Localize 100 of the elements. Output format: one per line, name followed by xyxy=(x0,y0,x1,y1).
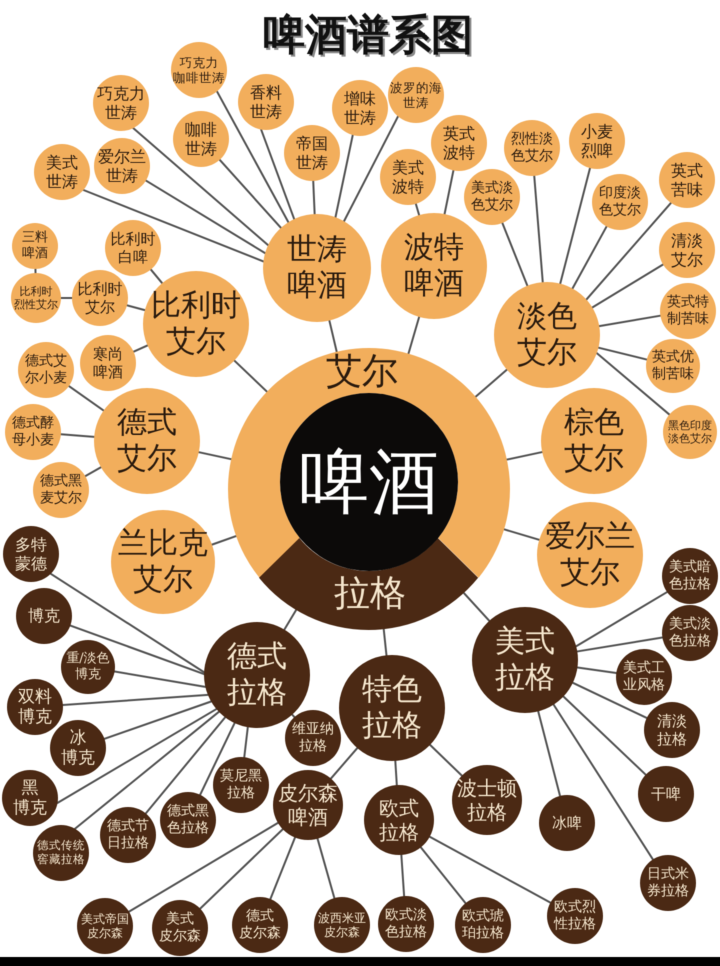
connector-line xyxy=(334,134,354,218)
connector-line xyxy=(591,264,664,308)
style-circle: 巧克力世涛 xyxy=(93,75,149,131)
connector-line xyxy=(62,694,209,706)
category-circle: 比利时艾尔 xyxy=(143,271,249,377)
connector-line xyxy=(328,320,338,353)
connector-line xyxy=(132,344,149,353)
connector-line xyxy=(463,592,490,622)
category-circle: 美式拉格 xyxy=(472,607,578,713)
connector-line xyxy=(420,846,466,904)
style-circle: 美式帝国皮尔森 xyxy=(77,898,133,954)
style-circle: 德式黑色拉格 xyxy=(160,792,216,848)
connector-line xyxy=(562,696,647,776)
connector-line xyxy=(283,608,298,631)
connector-line xyxy=(68,385,105,412)
connector-line xyxy=(50,572,206,674)
style-circle: 波罗的海世涛 xyxy=(388,67,444,123)
style-circle: 冰啤 xyxy=(539,795,595,851)
connector-line xyxy=(103,700,212,740)
connector-line xyxy=(598,314,662,328)
connector-line xyxy=(60,433,96,438)
style-circle: 欧式琥珀拉格 xyxy=(455,897,511,953)
style-circle: 帝国世涛 xyxy=(284,125,340,181)
connector-line xyxy=(585,202,672,301)
category-circle: 兰比克艾尔 xyxy=(111,510,215,614)
connector-line xyxy=(501,222,528,287)
style-circle: 双料博克 xyxy=(7,679,63,735)
style-circle: 欧式淡色拉格 xyxy=(378,896,434,952)
connector-line xyxy=(211,535,238,546)
style-circle: 比利时白啤 xyxy=(105,220,161,276)
connector-line xyxy=(552,704,654,860)
connector-line xyxy=(572,226,608,290)
connector-line xyxy=(597,346,648,361)
connector-line xyxy=(84,466,102,478)
style-circle: 比利时烈性艾尔 xyxy=(11,273,61,323)
style-circle: 英式优制苦味 xyxy=(646,339,700,393)
connector-line xyxy=(576,666,618,674)
connector-line xyxy=(394,760,398,786)
style-circle: 黑博克 xyxy=(2,770,58,826)
style-circle: 波西米亚皮尔森 xyxy=(314,897,370,953)
style-circle: 美式世涛 xyxy=(34,144,90,200)
style-circle: 日式米券拉格 xyxy=(640,855,696,911)
connector-line xyxy=(216,90,290,224)
style-circle: 欧式烈性拉格 xyxy=(547,888,603,944)
connector-line xyxy=(34,268,37,274)
style-circle: 波士顿拉格 xyxy=(452,765,522,835)
style-circle: 冰博克 xyxy=(50,720,106,776)
category-circle: 世涛啤酒 xyxy=(263,214,371,322)
style-circle: 爱尔兰世涛 xyxy=(94,138,150,194)
style-circle: 黑色印度淡色艾尔 xyxy=(663,405,717,459)
style-circle: 皮尔森啤酒 xyxy=(273,770,343,840)
connector-line xyxy=(407,316,420,355)
connector-line xyxy=(74,710,220,830)
connector-line xyxy=(144,180,266,254)
connector-line xyxy=(537,710,561,797)
connector-line xyxy=(444,169,454,216)
connector-line xyxy=(474,368,508,398)
style-circle: 美式波特 xyxy=(380,149,436,205)
connector-line xyxy=(114,670,206,688)
style-circle: 干啤 xyxy=(638,766,694,822)
style-circle: 比利时艾尔 xyxy=(72,270,128,326)
category-circle: 特色拉格 xyxy=(339,655,445,761)
connector-line xyxy=(400,854,406,898)
connector-line xyxy=(260,128,296,220)
style-circle: 美式暗色拉格 xyxy=(662,548,718,604)
connector-line xyxy=(56,708,218,804)
connector-line xyxy=(199,722,236,796)
category-circle: 淡色艾尔 xyxy=(494,282,600,388)
style-circle: 博克 xyxy=(16,588,72,644)
connector-line xyxy=(198,451,232,460)
style-circle: 英式波特 xyxy=(431,115,487,171)
connector-line xyxy=(269,836,296,900)
connector-line xyxy=(343,115,399,222)
connector-line xyxy=(126,304,146,312)
connector-line xyxy=(533,174,544,284)
connector-line xyxy=(429,744,463,777)
connector-line xyxy=(572,682,648,719)
style-circle: 德式艾尔小麦 xyxy=(18,342,74,398)
style-circle: 德式黑麦艾尔 xyxy=(33,462,89,518)
style-circle: 巧克力咖啡世涛 xyxy=(171,42,227,98)
connector-line xyxy=(199,828,284,910)
connector-line xyxy=(128,822,279,913)
style-circle: 重/淡色博克 xyxy=(61,640,115,694)
style-circle: 美式工业风格 xyxy=(616,649,672,705)
style-circle: 维亚纳拉格 xyxy=(285,710,341,766)
title: 啤酒谱系图 xyxy=(263,12,473,58)
style-circle: 香料世涛 xyxy=(238,74,294,130)
style-circle: 美式淡色艾尔 xyxy=(464,169,520,225)
connector-line xyxy=(316,838,336,900)
connector-line xyxy=(218,158,282,229)
style-circle: 咖啡世涛 xyxy=(173,111,229,167)
connector-line xyxy=(382,628,388,656)
connector-line xyxy=(312,180,316,216)
connector-line xyxy=(69,624,205,676)
style-circle: 莫尼黑拉格 xyxy=(213,757,269,813)
connector-line xyxy=(559,167,591,285)
style-circle: 多特蒙德 xyxy=(3,526,59,582)
connector-line xyxy=(576,636,664,652)
connector-line xyxy=(575,591,668,648)
style-circle: 清淡艾尔 xyxy=(659,222,715,278)
